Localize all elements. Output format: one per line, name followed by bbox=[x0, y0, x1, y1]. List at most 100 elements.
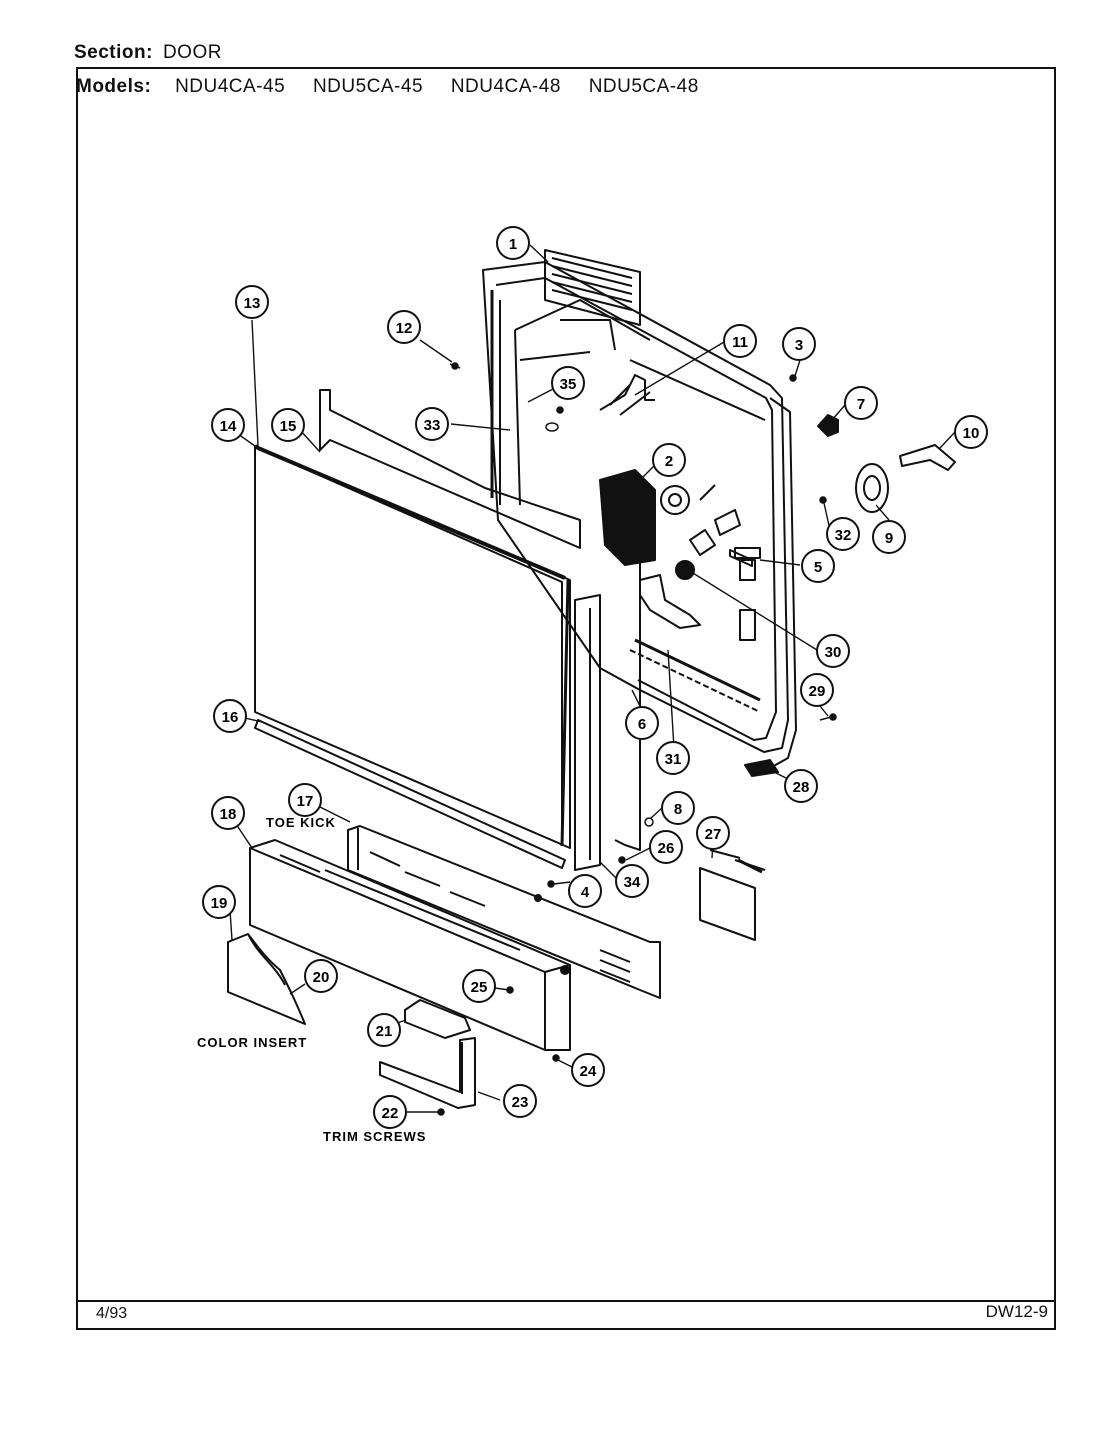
svg-text:14: 14 bbox=[220, 418, 237, 435]
callout-14: 14 bbox=[211, 408, 245, 442]
callout-29: 29 bbox=[800, 673, 834, 707]
svg-text:23: 23 bbox=[512, 1094, 529, 1111]
callout-10: 10 bbox=[954, 415, 988, 449]
callout-22: 22 bbox=[373, 1095, 407, 1129]
part-28-gasket bbox=[744, 397, 797, 777]
callout-30: 30 bbox=[816, 634, 850, 668]
callout-25: 25 bbox=[462, 969, 496, 1003]
svg-text:7: 7 bbox=[857, 396, 865, 413]
part-17-toe-kick bbox=[347, 825, 661, 999]
svg-text:33: 33 bbox=[424, 417, 441, 434]
callout-27: 27 bbox=[696, 816, 730, 850]
callout-15: 15 bbox=[271, 408, 305, 442]
callout-28: 28 bbox=[784, 769, 818, 803]
svg-text:31: 31 bbox=[665, 751, 682, 768]
svg-text:6: 6 bbox=[638, 716, 646, 733]
section-value: DOOR bbox=[162, 42, 222, 63]
part-7-knob bbox=[817, 414, 839, 437]
svg-text:21: 21 bbox=[376, 1023, 393, 1040]
part-18-kick-plate bbox=[249, 839, 571, 1051]
callout-7: 7 bbox=[844, 386, 878, 420]
callout-2: 2 bbox=[652, 443, 686, 477]
models-label: Models: bbox=[76, 76, 152, 97]
callout-1: 1 bbox=[496, 226, 530, 260]
part-20-color-insert bbox=[227, 933, 306, 1025]
callout-16: 16 bbox=[213, 699, 247, 733]
svg-text:10: 10 bbox=[963, 425, 980, 442]
section-title: Section: DOOR bbox=[74, 42, 222, 64]
footer-rule bbox=[76, 1300, 1056, 1302]
svg-text:19: 19 bbox=[211, 895, 228, 912]
svg-text:20: 20 bbox=[313, 969, 330, 986]
toe-kick-label: TOE KICK bbox=[266, 815, 336, 830]
part-10-handle bbox=[899, 444, 956, 471]
callout-13: 13 bbox=[235, 285, 269, 319]
model-1: NDU4CA-45 bbox=[175, 76, 286, 97]
svg-text:8: 8 bbox=[674, 801, 682, 818]
part-11-hinge bbox=[599, 374, 655, 416]
svg-text:22: 22 bbox=[382, 1105, 399, 1122]
callout-9: 9 bbox=[872, 520, 906, 554]
svg-text:3: 3 bbox=[795, 337, 803, 354]
callout-26: 26 bbox=[649, 830, 683, 864]
part-15-panel bbox=[319, 389, 581, 549]
svg-text:15: 15 bbox=[280, 418, 297, 435]
part-1-vent bbox=[544, 249, 641, 326]
callout-17: 17 bbox=[288, 783, 322, 817]
svg-text:27: 27 bbox=[705, 826, 722, 843]
callout-24: 24 bbox=[571, 1053, 605, 1087]
part-14-outer-panel bbox=[253, 444, 571, 849]
svg-text:12: 12 bbox=[396, 320, 413, 337]
svg-text:24: 24 bbox=[580, 1063, 597, 1080]
svg-text:5: 5 bbox=[814, 559, 822, 576]
svg-text:35: 35 bbox=[560, 376, 577, 393]
callout-18: 18 bbox=[211, 796, 245, 830]
part-27-bracket bbox=[699, 849, 766, 941]
callout-21: 21 bbox=[367, 1013, 401, 1047]
part-23-trim bbox=[379, 1037, 476, 1109]
model-4: NDU5CA-48 bbox=[588, 76, 699, 97]
svg-text:16: 16 bbox=[222, 709, 239, 726]
callout-6: 6 bbox=[625, 706, 659, 740]
svg-text:17: 17 bbox=[297, 793, 314, 810]
callout-20: 20 bbox=[304, 959, 338, 993]
callout-33: 33 bbox=[415, 407, 449, 441]
part-rail bbox=[574, 519, 641, 871]
part-16-trim bbox=[254, 719, 566, 869]
callout-23: 23 bbox=[503, 1084, 537, 1118]
callouts: 1 2 3 4 5 6 7 8 9 10 11 12 13 14 15 16 1… bbox=[202, 226, 988, 1129]
svg-text:11: 11 bbox=[732, 334, 748, 351]
leader-lines bbox=[227, 244, 956, 1113]
screws bbox=[437, 362, 837, 1116]
part-21-trim bbox=[404, 999, 471, 1039]
diagram-frame bbox=[76, 67, 1056, 1330]
diagram-code: DW12-9 bbox=[985, 1302, 1048, 1321]
part-9-dial bbox=[855, 463, 889, 513]
color-insert-label: COLOR INSERT bbox=[197, 1035, 307, 1050]
svg-text:1: 1 bbox=[509, 236, 517, 253]
svg-text:13: 13 bbox=[244, 295, 261, 312]
callout-32: 32 bbox=[826, 517, 860, 551]
svg-text:32: 32 bbox=[835, 527, 852, 544]
callout-31: 31 bbox=[656, 741, 690, 775]
svg-text:2: 2 bbox=[665, 453, 673, 470]
callout-35: 35 bbox=[551, 366, 585, 400]
callout-8: 8 bbox=[661, 791, 695, 825]
section-label: Section: bbox=[74, 42, 153, 63]
part-2-latch bbox=[599, 469, 761, 629]
callout-5: 5 bbox=[801, 549, 835, 583]
callout-34: 34 bbox=[615, 864, 649, 898]
trim-screws-label: TRIM SCREWS bbox=[323, 1129, 426, 1144]
svg-text:18: 18 bbox=[220, 806, 237, 823]
svg-text:34: 34 bbox=[624, 874, 641, 891]
models-line: Models: NDU4CA-45 NDU5CA-45 NDU4CA-48 ND… bbox=[76, 76, 721, 98]
revision-date: 4/93 bbox=[96, 1305, 128, 1322]
callout-11: 11 bbox=[723, 324, 757, 358]
callout-12: 12 bbox=[387, 310, 421, 344]
callout-19: 19 bbox=[202, 885, 236, 919]
svg-text:30: 30 bbox=[825, 644, 842, 661]
svg-text:9: 9 bbox=[885, 530, 893, 547]
model-3: NDU4CA-48 bbox=[450, 76, 561, 97]
svg-text:4: 4 bbox=[581, 884, 590, 901]
